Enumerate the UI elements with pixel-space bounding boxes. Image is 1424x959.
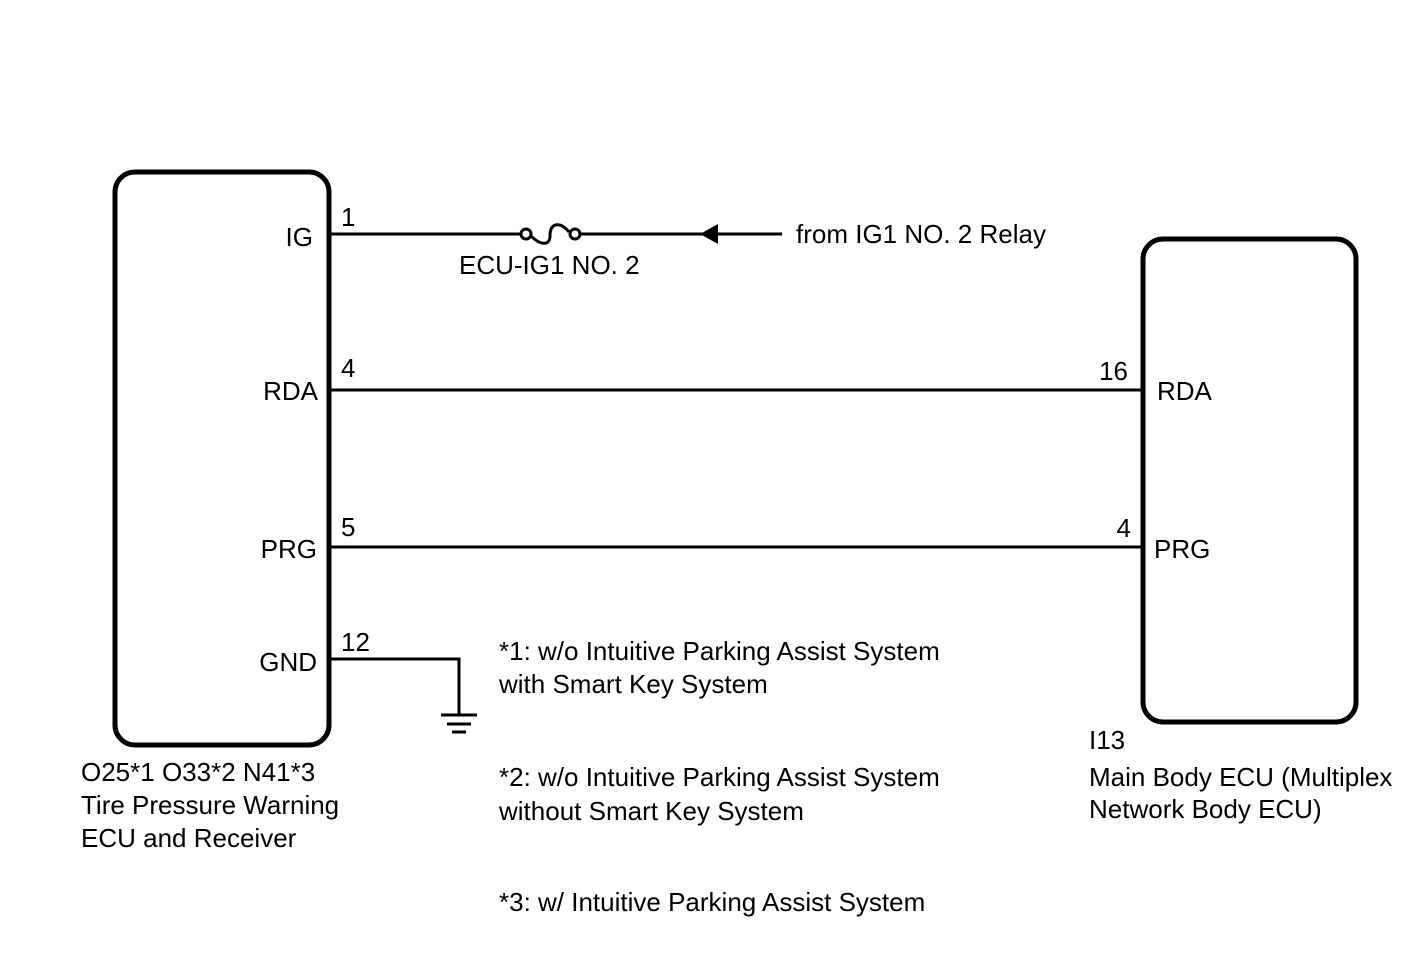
note-2-line2: without Smart Key System	[498, 796, 804, 826]
fuse-terminal-right	[568, 227, 582, 241]
tire-pressure-warning-ecu-box	[112, 169, 332, 748]
left-pin-prg: 5	[341, 512, 355, 542]
fuse-terminal-left	[519, 227, 533, 241]
left-component-name-line2: ECU and Receiver	[81, 823, 297, 853]
fuse-label: ECU-IG1 NO. 2	[459, 250, 640, 280]
fuse-icon	[529, 223, 571, 245]
left-connector-codes: O25*1 O33*2 N41*3	[81, 757, 315, 787]
gnd-wire	[329, 657, 461, 714]
left-terminal-name-prg: PRG	[261, 534, 317, 564]
ground-icon	[441, 713, 477, 734]
note-1-line1: *1: w/o Intuitive Parking Assist System	[499, 636, 940, 666]
right-terminal-name-prg: PRG	[1154, 534, 1210, 564]
power-source-label: from IG1 NO. 2 Relay	[796, 219, 1046, 249]
right-component-name-line1: Main Body ECU (Multiplex	[1089, 762, 1392, 792]
note-3-line1: *3: w/ Intuitive Parking Assist System	[499, 887, 925, 917]
left-pin-rda: 4	[341, 353, 355, 383]
main-body-ecu-box	[1140, 236, 1359, 725]
right-pin-prg: 4	[1117, 513, 1131, 543]
right-component-name-line2: Network Body ECU)	[1089, 794, 1322, 824]
left-pin-ig: 1	[341, 202, 355, 232]
left-component-name-line1: Tire Pressure Warning	[81, 790, 339, 820]
right-terminal-name-rda: RDA	[1157, 376, 1213, 406]
left-terminal-name-rda: RDA	[263, 376, 319, 406]
right-connector-code: I13	[1089, 725, 1125, 755]
left-terminal-name-ig: IG	[286, 222, 313, 252]
note-2-line1: *2: w/o Intuitive Parking Assist System	[499, 762, 940, 792]
note-1-line2: with Smart Key System	[498, 669, 768, 699]
right-pin-rda: 16	[1099, 356, 1128, 386]
left-terminal-name-gnd: GND	[259, 647, 317, 677]
power-arrow-icon	[700, 224, 718, 244]
left-pin-gnd: 12	[341, 627, 370, 657]
